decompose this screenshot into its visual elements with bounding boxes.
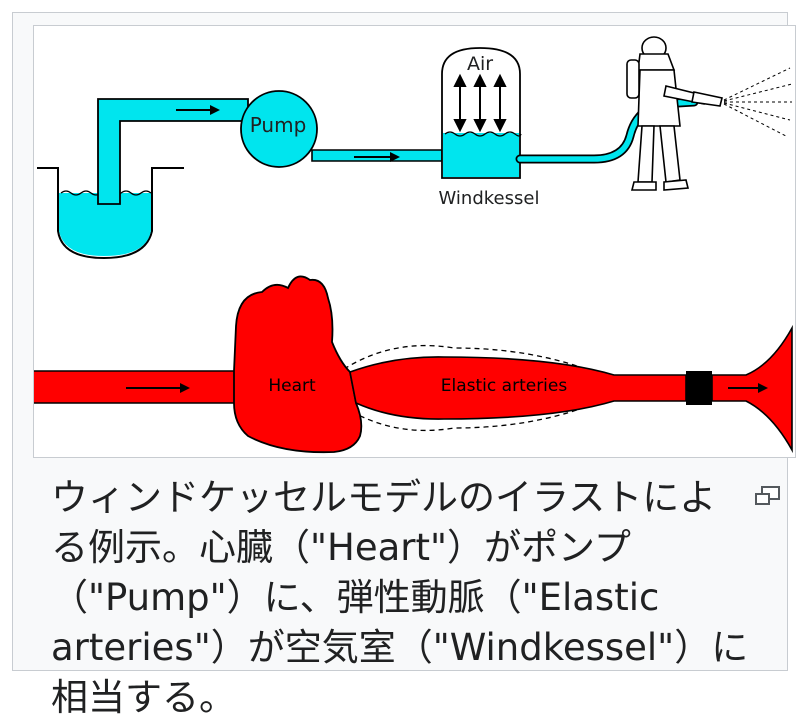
- intake-pipe: [97, 98, 249, 205]
- resistance-block: [686, 371, 712, 405]
- windkessel-label: Windkessel: [439, 188, 540, 209]
- windkessel-illustration[interactable]: Pump Air Windkessel: [33, 25, 796, 458]
- air-label: Air: [467, 53, 493, 75]
- elastic-arteries-label: Elastic arteries: [441, 376, 568, 396]
- enlarge-icon[interactable]: [753, 485, 783, 507]
- heart-label: Heart: [268, 376, 316, 396]
- firefighter-figure: [626, 36, 723, 191]
- air-arrows: [453, 73, 507, 133]
- expansion-line-bottom: [343, 387, 630, 432]
- basin-outline: [37, 167, 184, 260]
- figure-caption: ウィンドケッセルモデルのイラストによる例示。心臓（"Heart"）がポンプ（"P…: [51, 476, 749, 719]
- outlet-pipe: [311, 149, 443, 162]
- heart: [233, 275, 363, 454]
- pump-chamber: [240, 90, 318, 168]
- basin-water: [59, 193, 151, 256]
- figure-thumbnail: Pump Air Windkessel: [12, 12, 796, 719]
- windkessel-water: [443, 133, 519, 177]
- windkessel-diagram: Pump Air Windkessel: [34, 36, 793, 454]
- spray: [723, 67, 793, 137]
- expansion-line-top: [343, 344, 630, 389]
- pump-label: Pump: [250, 113, 307, 137]
